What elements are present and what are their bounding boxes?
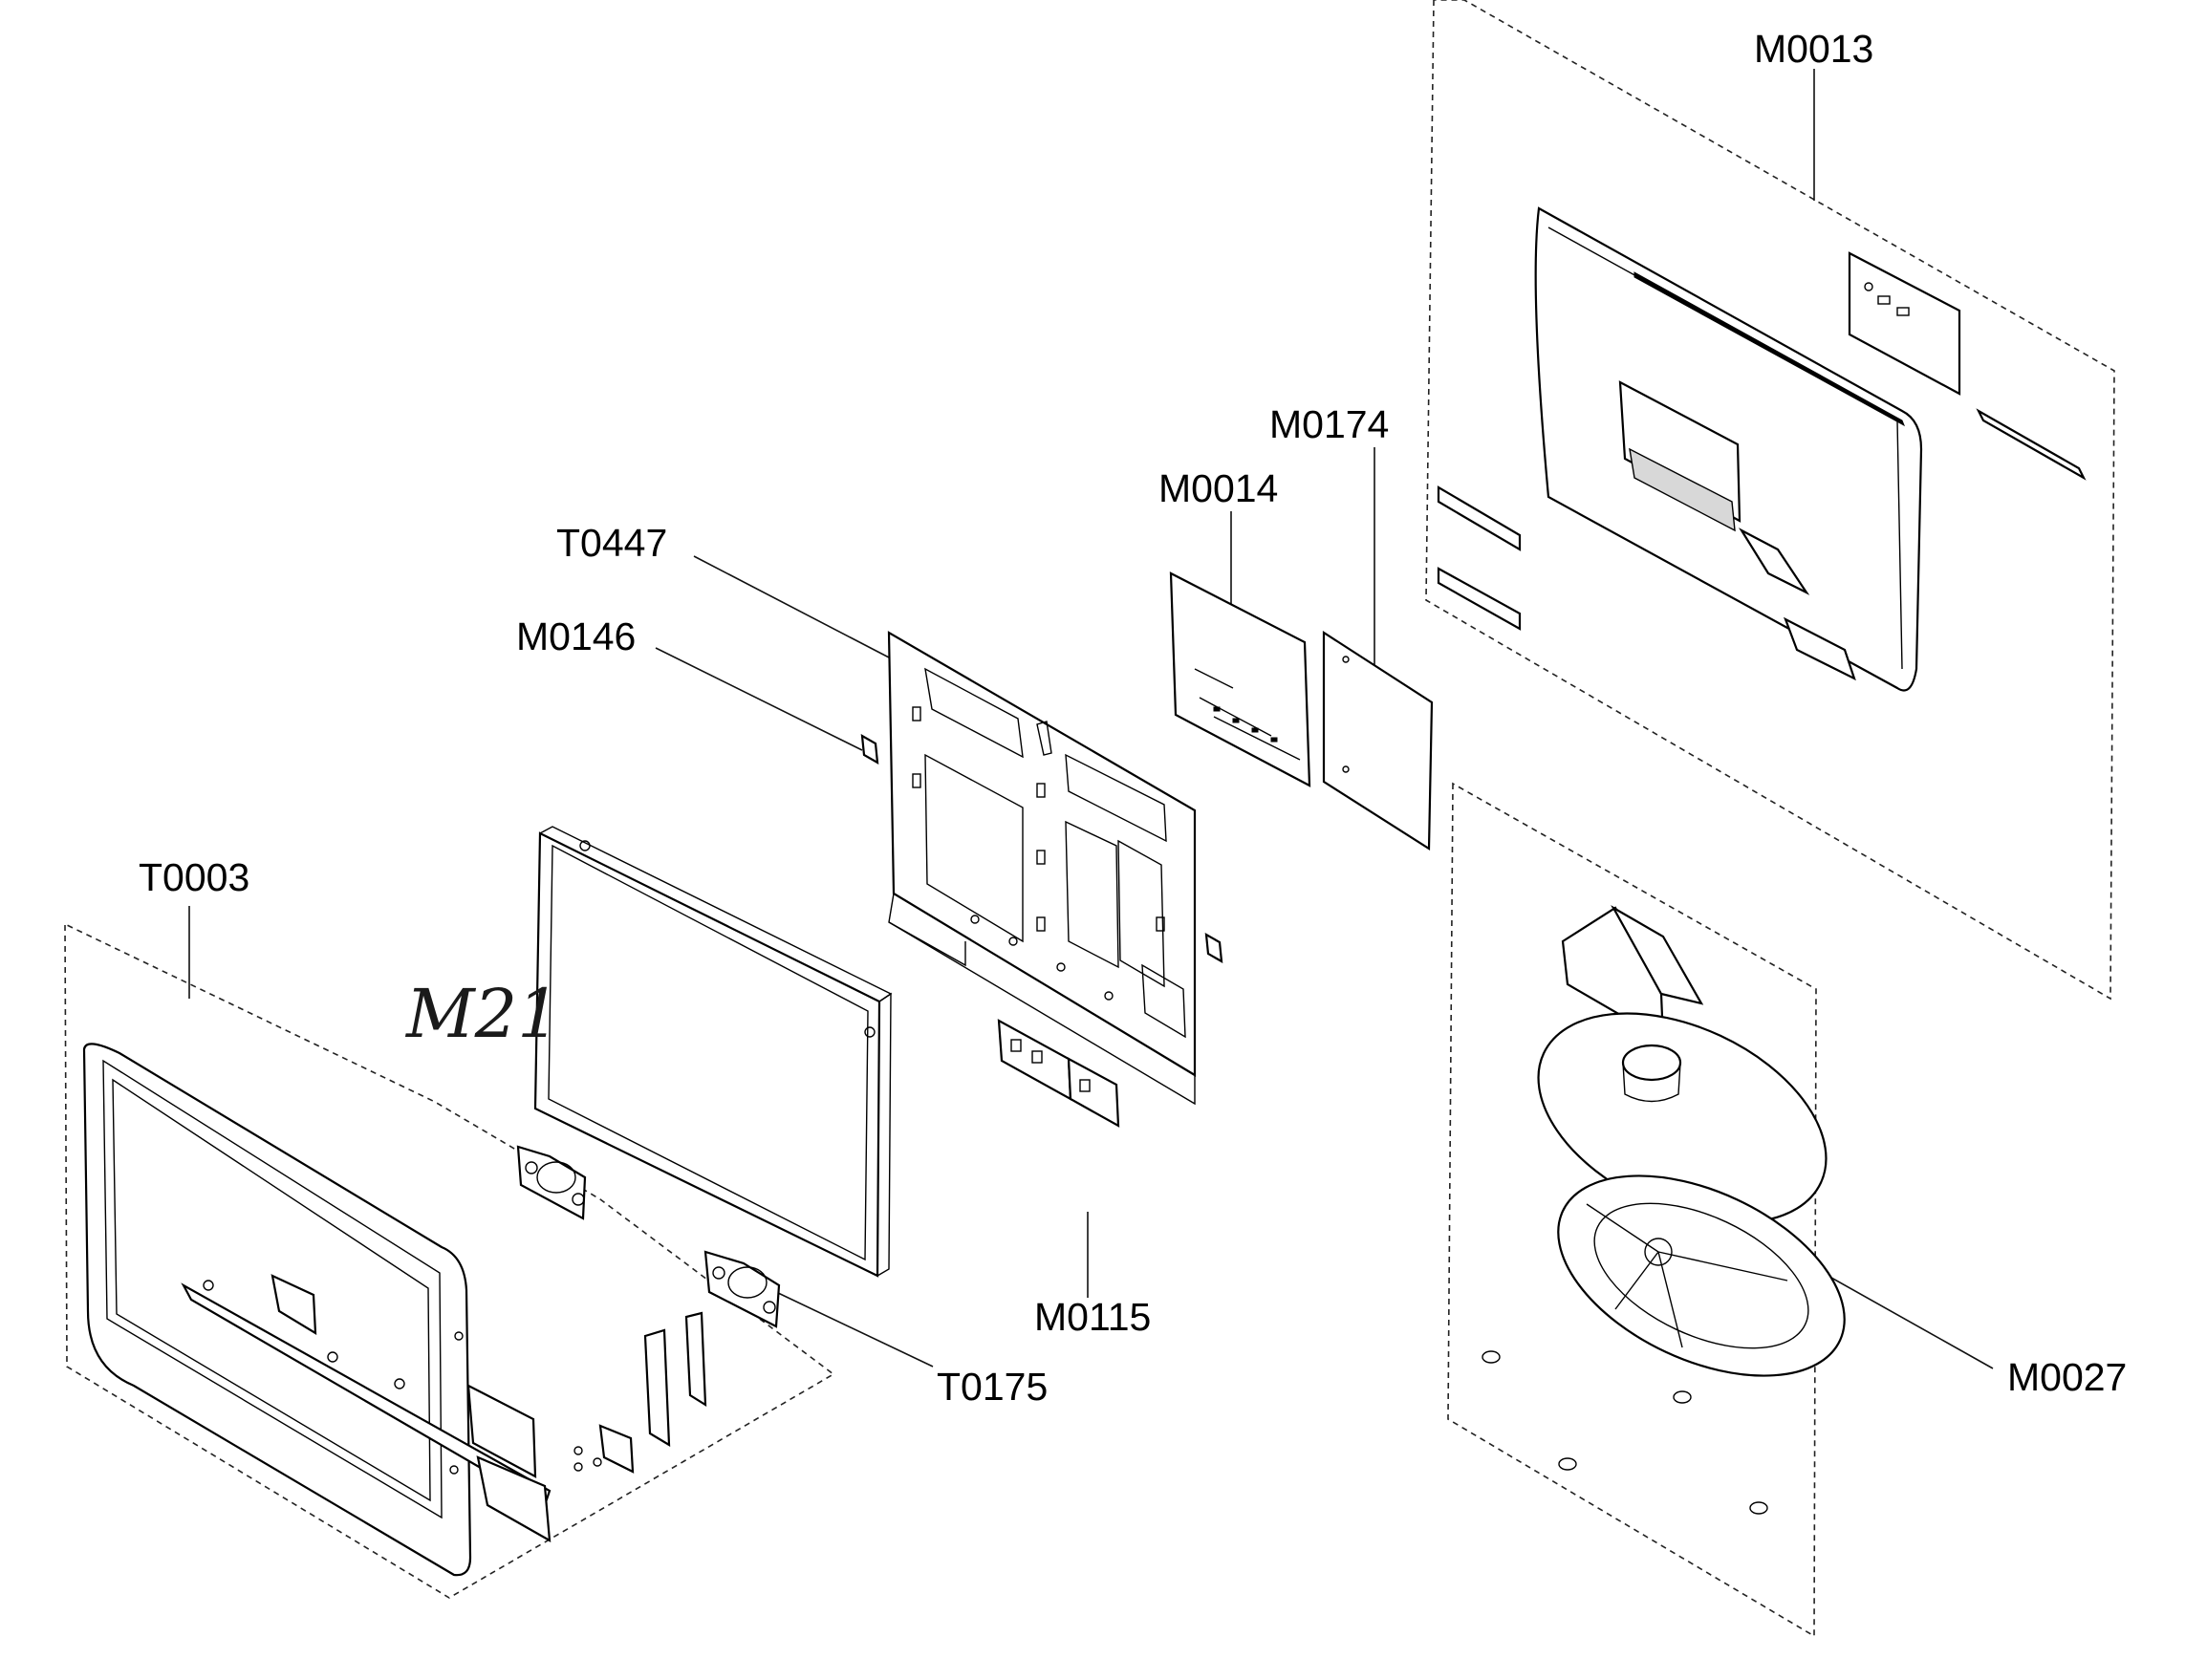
- part-m0027-stand: [1482, 905, 1846, 1515]
- handwritten-note: M21: [404, 975, 560, 1053]
- label-m0174: M0174: [1269, 402, 1389, 446]
- part-t0447-chassis: [887, 631, 1197, 1106]
- plane-m0013: [1425, 0, 2115, 1001]
- part-t0175-speaker-lower: [703, 1250, 781, 1328]
- leader-lines: [188, 69, 1994, 1369]
- part-t0003-front-bezel: [82, 1043, 707, 1577]
- label-t0175: T0175: [937, 1365, 1048, 1409]
- plane-t0003: [64, 924, 835, 1599]
- label-m0013: M0013: [1754, 27, 1873, 71]
- part-m0115-board: [997, 1019, 1120, 1128]
- label-t0447: T0447: [556, 521, 667, 565]
- label-t0003: T0003: [139, 855, 249, 899]
- plane-m0027: [1447, 782, 1817, 1638]
- part-m0013-back-cover: [1437, 206, 2087, 692]
- label-m0146: M0146: [516, 614, 636, 658]
- part-t0175-speaker-upper: [516, 1145, 587, 1220]
- label-m0027: M0027: [2007, 1355, 2127, 1399]
- part-m0174-shield-plate: [1322, 630, 1434, 851]
- part-m0146-bracket-upper: [860, 733, 879, 765]
- part-m0014-main-board: [1169, 571, 1311, 787]
- part-lcd-panel: [533, 826, 893, 1278]
- part-m0146-bracket-lower: [1204, 932, 1223, 964]
- label-m0014: M0014: [1158, 466, 1278, 510]
- label-m0115: M0115: [1034, 1295, 1151, 1339]
